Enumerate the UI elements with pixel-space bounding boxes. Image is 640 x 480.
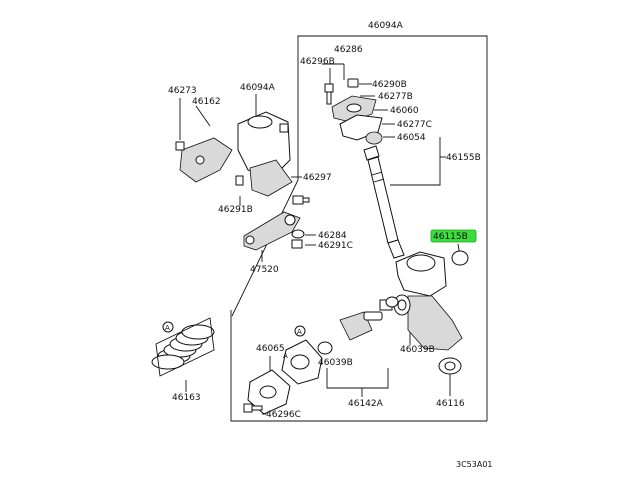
ref-a-box: A	[297, 328, 302, 336]
washer-46284	[291, 229, 305, 239]
seal-46116	[438, 357, 462, 375]
label-46155B: 46155B	[446, 153, 481, 163]
label-46094A-top: 46094A	[368, 21, 404, 31]
label-46296B: 46296B	[300, 57, 335, 67]
bolt-46273	[175, 141, 185, 151]
label-46273: 46273	[168, 86, 197, 96]
highlight-46115B	[430, 229, 477, 243]
label-46060: 46060	[390, 106, 419, 116]
shaft-46155B	[363, 145, 405, 259]
cover-plate-46065	[281, 339, 323, 385]
label-46277B: 46277B	[378, 92, 413, 102]
parts	[151, 78, 469, 415]
label-46039B-right: 46039B	[400, 345, 435, 355]
gear-housing-left	[237, 111, 293, 197]
ref-a-plate: A	[283, 352, 288, 360]
ref-a-spring: A	[165, 324, 170, 332]
gear-housing-main	[393, 251, 463, 351]
label-46284: 46284	[318, 231, 347, 241]
label-46065: 46065	[256, 344, 285, 354]
label-46039B-left: 46039B	[318, 358, 353, 368]
label-46291C: 46291C	[318, 241, 353, 251]
label-46277C: 46277C	[397, 120, 432, 130]
label-46163: 46163	[172, 393, 201, 403]
sector-shaft-46142A	[317, 296, 399, 355]
nut-46290B	[347, 78, 359, 88]
bracket-46162	[179, 137, 233, 183]
label-46162: 46162	[192, 97, 221, 107]
label-46115B: 46115B	[433, 232, 468, 242]
label-46290B: 46290B	[372, 80, 407, 90]
label-46116: 46116	[436, 399, 465, 409]
part-labels: 46094A 46286 46296B 46290B 46277B 46060 …	[165, 21, 493, 469]
pitman-arm-47520	[243, 211, 301, 251]
cap-46054	[365, 131, 383, 145]
label-46296C: 46296C	[266, 410, 301, 420]
nut-46291C	[291, 239, 303, 249]
reference-marks	[162, 321, 306, 337]
label-46297: 46297	[303, 173, 332, 183]
bolt-46297	[292, 195, 310, 205]
label-46142A: 46142A	[348, 399, 384, 409]
bolt-46296C	[243, 403, 263, 413]
label-46054: 46054	[397, 133, 426, 143]
assembly-frame	[230, 35, 488, 422]
gasket-lower	[247, 369, 291, 415]
bolt-46296B	[324, 83, 334, 105]
label-47520: 47520	[250, 265, 279, 275]
label-46286: 46286	[334, 45, 363, 55]
spring-46163	[151, 317, 215, 377]
nut-46291B	[235, 175, 244, 186]
diagram-code: 3C53A01	[456, 460, 493, 469]
label-46094A-left: 46094A	[240, 83, 276, 93]
seal-46115B	[451, 250, 469, 266]
label-46291B: 46291B	[218, 205, 253, 215]
